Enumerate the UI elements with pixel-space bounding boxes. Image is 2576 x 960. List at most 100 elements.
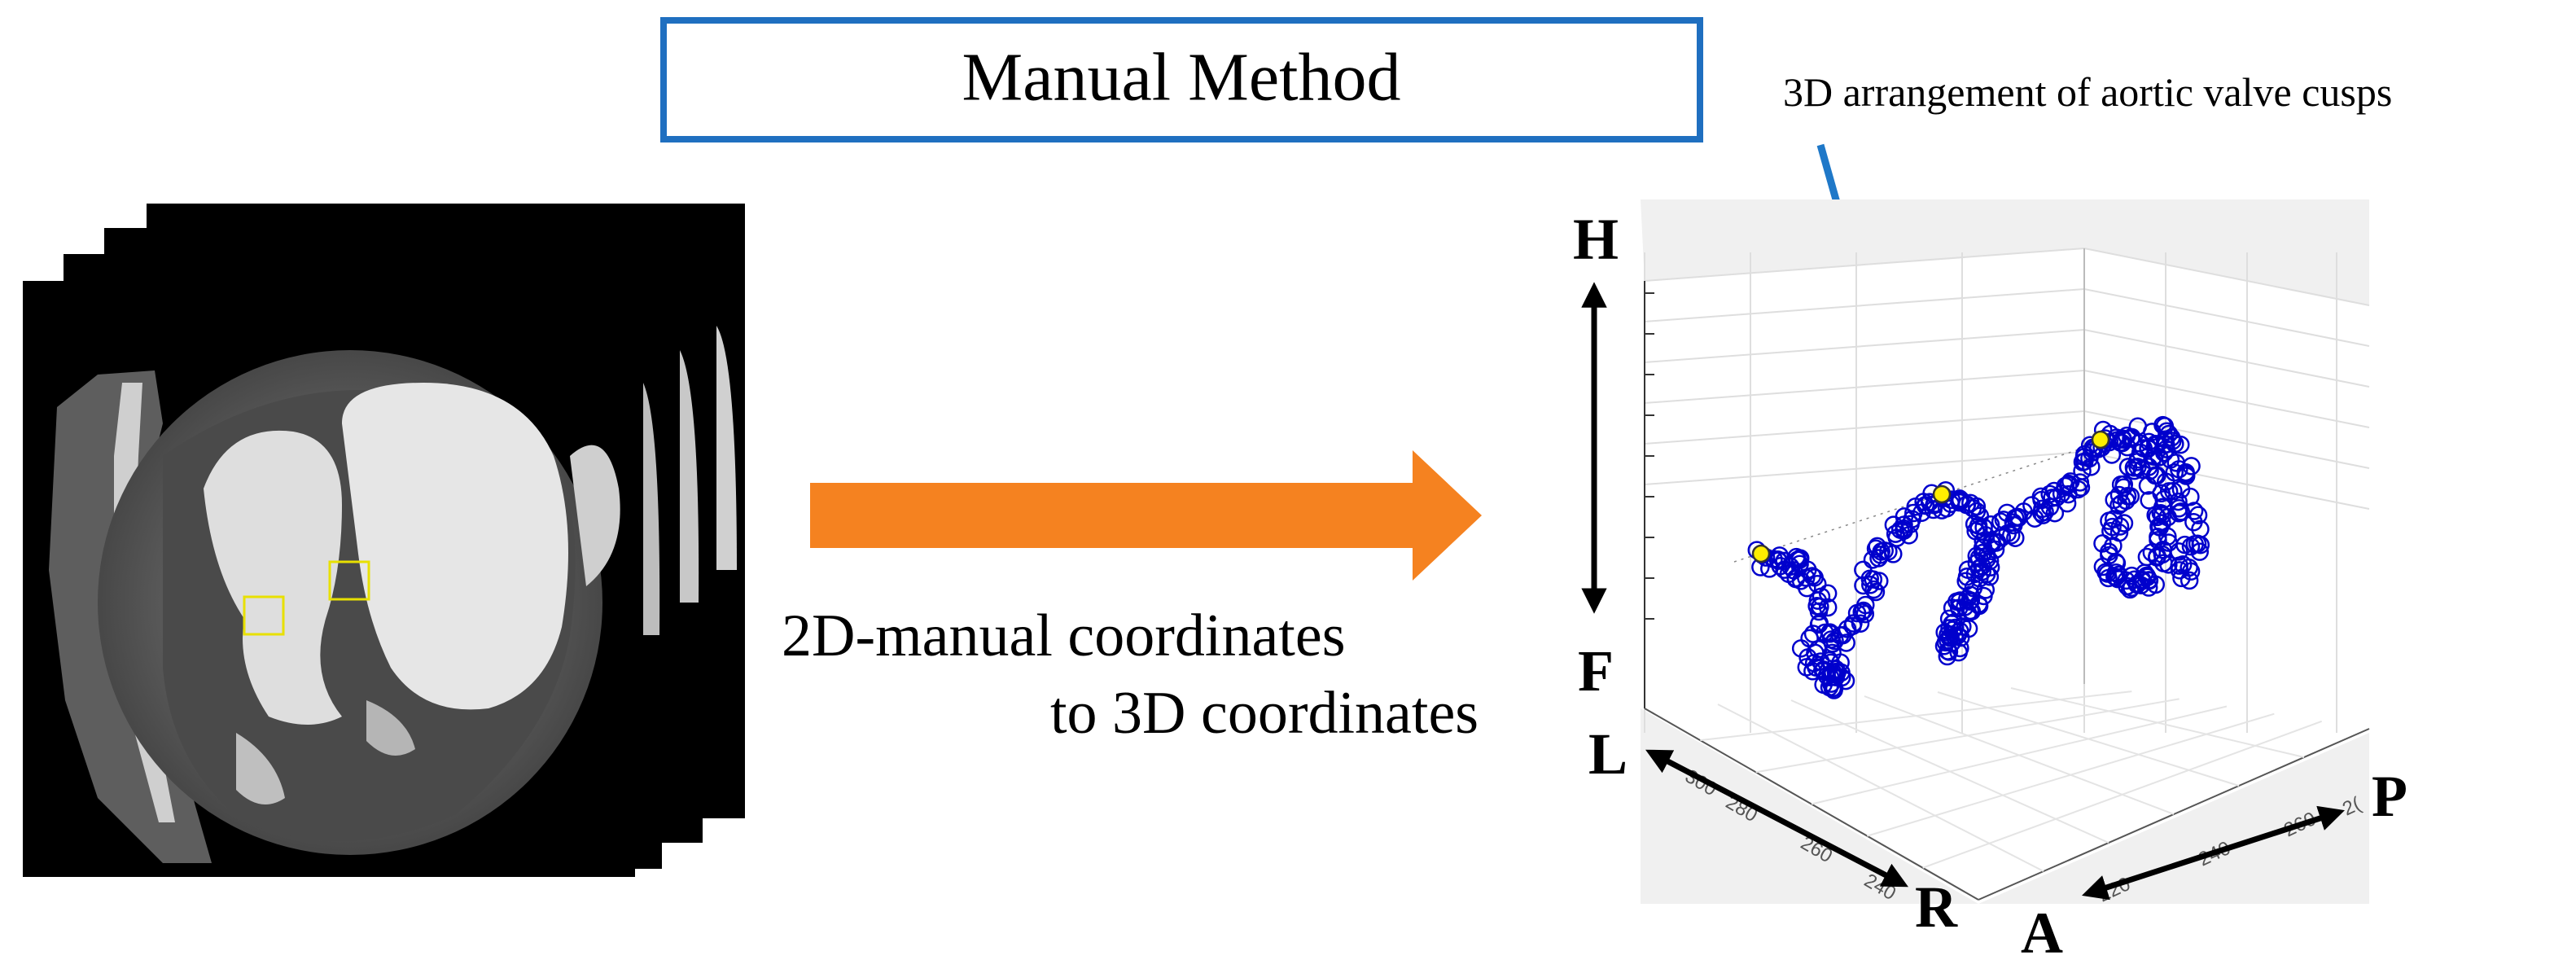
plot-frame — [1641, 199, 2369, 908]
scatter-marker — [1939, 609, 1959, 629]
direction-label-left-start: R — [1915, 875, 1958, 940]
scatter-marker — [2165, 462, 2184, 482]
scatter-marker — [1830, 626, 1850, 645]
direction-label-top: H — [1573, 207, 1619, 272]
scatter-marker — [1797, 568, 1816, 587]
scatter-marker — [1856, 595, 1875, 615]
scatter-marker — [1818, 598, 1838, 617]
scatter-marker — [2110, 517, 2130, 536]
scatter-marker — [1854, 560, 1873, 580]
plot-markers — [1747, 415, 2210, 699]
scatter-marker — [2127, 453, 2147, 471]
direction-label-right-start: A — [2021, 901, 2063, 960]
scatter-marker — [2125, 570, 2144, 590]
grid-line — [1644, 329, 2085, 363]
scatter-marker — [2190, 542, 2210, 561]
scatter-marker — [1807, 597, 1826, 616]
scatter-marker — [2184, 502, 2204, 520]
lr-direction-arrow — [1645, 749, 1908, 888]
scatter-marker — [1967, 502, 1987, 521]
grid-line — [1644, 410, 2085, 445]
direction-label-left-end: L — [1588, 721, 1628, 787]
ct-slice-stack — [23, 204, 745, 877]
scatter-marker — [2059, 474, 2079, 493]
ap-direction-arrow — [2082, 805, 2345, 901]
scatter-marker — [1810, 614, 1829, 633]
ct-slice-edge-4 — [716, 326, 737, 570]
scatter-marker — [1851, 614, 1870, 633]
plot-back-panel-top — [1641, 199, 2084, 281]
scatter-marker — [1986, 540, 2005, 559]
scatter-marker — [2151, 503, 2171, 523]
scatter-marker — [2170, 542, 2188, 561]
scatter-marker — [2091, 430, 2110, 449]
scatter-marker — [2188, 534, 2207, 554]
title-border — [660, 17, 1703, 142]
grid-line — [2083, 288, 2370, 347]
scatter-marker — [2182, 457, 2201, 476]
scatter-marker — [1820, 651, 1839, 670]
annotation-text: 3D arrangement of aortic valve cusps — [1783, 69, 2392, 115]
grid-line — [1644, 451, 2085, 485]
scatter-marker — [1879, 542, 1898, 561]
scatter-marker — [1981, 515, 2000, 534]
scatter-marker — [2001, 526, 2021, 545]
scatter-marker — [1855, 604, 1875, 624]
grid-line — [2010, 687, 2305, 758]
grid-line — [2083, 248, 2370, 306]
conversion-label-line1: 2D-manual coordinates — [782, 603, 1346, 669]
scatter-marker — [2069, 480, 2088, 499]
grid-line — [2083, 329, 2370, 388]
conversion-label-line2: to 3D coordinates — [1050, 680, 1479, 747]
scatter-marker — [2148, 507, 2166, 527]
direction-label-bottom: F — [1578, 638, 1614, 704]
scatter-marker — [1751, 544, 1771, 563]
grid-line — [2083, 370, 2370, 428]
ct-slice-edge-2 — [643, 383, 660, 635]
scatter-marker — [1958, 590, 1977, 608]
scatter-marker — [2152, 484, 2171, 503]
scatter-marker — [1932, 484, 1952, 504]
scatter-marker — [2057, 493, 2077, 513]
scatter-marker — [2109, 485, 2129, 505]
roi-box-2 — [328, 560, 370, 601]
scatter-marker — [2157, 440, 2175, 458]
scatter-marker — [2180, 571, 2199, 590]
scatter-marker — [2132, 570, 2152, 590]
scatter-marker — [2112, 493, 2131, 513]
grid-line — [1644, 370, 2085, 404]
scatter-marker — [1981, 558, 2000, 576]
scatter-marker — [2164, 481, 2183, 501]
scatter-marker — [2114, 514, 2134, 533]
scatter-marker — [1823, 643, 1842, 663]
scatter-marker — [2180, 558, 2198, 577]
scatter-marker — [2176, 467, 2196, 485]
scatter-marker — [2162, 428, 2181, 447]
plot-right-panel-top — [2084, 199, 2369, 305]
ct-slice-edge-3 — [680, 350, 699, 603]
grid-line — [1644, 288, 2085, 322]
scatter-marker — [1890, 520, 1910, 539]
process-arrow — [810, 450, 1482, 581]
scatter-marker — [2170, 561, 2189, 580]
scatter-marker — [2149, 531, 2167, 550]
scatter-marker — [1957, 495, 1977, 514]
roi-box-1 — [243, 595, 285, 636]
scatter-marker — [1939, 642, 1957, 660]
scatter-marker — [1864, 570, 1883, 589]
scatter-marker — [2150, 518, 2170, 537]
scatter-marker — [1967, 497, 1987, 516]
ct-cardiac-image — [49, 350, 620, 863]
grid-line — [1644, 248, 2085, 282]
scatter-marker — [2120, 580, 2140, 599]
scatter-marker — [2096, 563, 2115, 581]
scatter-marker — [1951, 621, 1969, 641]
scatter-marker — [1798, 578, 1816, 598]
scatter-marker — [1960, 592, 1979, 611]
scatter-marker — [2040, 484, 2059, 504]
title-text: Manual Method — [962, 39, 1401, 115]
scatter-marker — [1940, 619, 1959, 638]
scatter-marker — [2169, 492, 2188, 511]
direction-label-right-end: P — [2372, 764, 2407, 829]
